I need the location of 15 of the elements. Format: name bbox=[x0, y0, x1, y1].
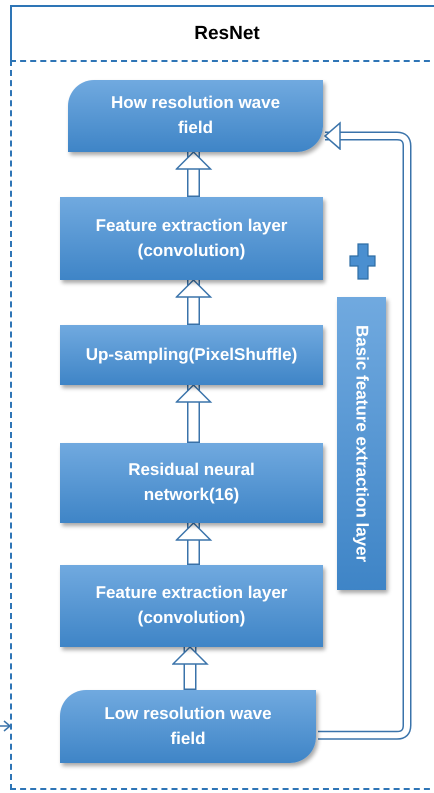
box-label: Feature extraction layer (convolution) bbox=[94, 582, 288, 629]
data-box bbox=[60, 690, 316, 763]
process-box bbox=[60, 565, 323, 647]
process-box bbox=[60, 197, 323, 280]
box-label: Basic feature extraction layer bbox=[352, 324, 372, 562]
box-label: Feature extraction layer (convolution) bbox=[94, 214, 288, 262]
frame-title: ResNet bbox=[194, 22, 260, 44]
box-label: How resolution wave field bbox=[110, 92, 282, 139]
process-box bbox=[60, 443, 323, 523]
box-label: Low resolution wave field bbox=[103, 702, 273, 750]
data-box bbox=[68, 80, 323, 152]
box-label: Up-sampling(PixelShuffle) bbox=[86, 344, 298, 366]
process-box bbox=[60, 325, 323, 385]
side-layer-box bbox=[337, 297, 386, 590]
box-label: Residual neural network(16) bbox=[127, 459, 256, 506]
